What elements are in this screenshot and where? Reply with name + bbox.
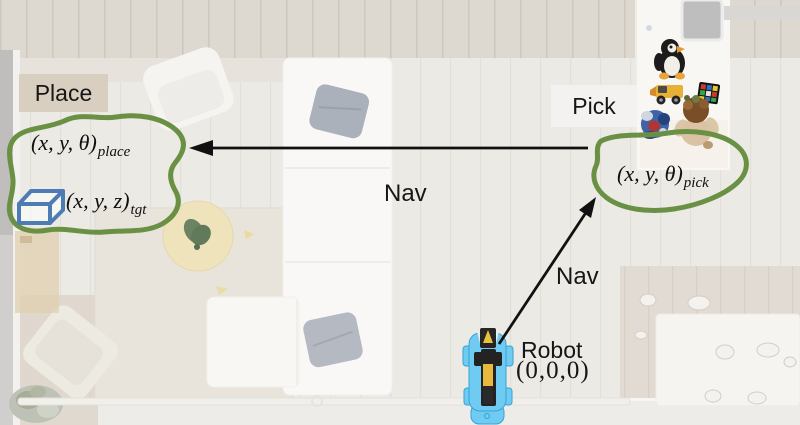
armchair-bottom-left [23, 305, 119, 399]
wood-cabinet [15, 231, 59, 313]
toy-ball-icon [641, 110, 670, 139]
wall-stripe-right [724, 6, 800, 20]
place-region-outline [6, 113, 186, 235]
robot-gripper-marker [483, 330, 493, 343]
plant-on-table [183, 218, 211, 250]
nav-label-mid: Nav [384, 180, 427, 207]
place-pose-expr: (x, y, θ) [31, 130, 97, 155]
couch [206, 57, 393, 396]
place-pose-subscript: place [97, 144, 131, 160]
pick-region-outline [591, 129, 749, 213]
target-pos-expr: (x, y, z) [66, 188, 130, 213]
target-box-icon [17, 189, 65, 225]
pick-pose-text: (x, y, θ)pick [617, 161, 709, 192]
couch-pillow-top [309, 84, 370, 139]
round-table [162, 200, 254, 295]
armchair-top-left [143, 47, 234, 131]
robot-pose-label: (0,0,0) [516, 357, 590, 384]
nav-label-robot: Nav [556, 263, 599, 290]
target-pos-subscript: tgt [130, 202, 147, 218]
white-table-bottom-right [655, 313, 800, 407]
nav-arrow-robot-to-pick [497, 197, 596, 345]
pick-pose-expr: (x, y, θ) [617, 161, 683, 186]
rubiks-cube-icon [696, 81, 721, 105]
place-label: Place [34, 79, 93, 106]
gray-side-table [680, 0, 724, 42]
penguin-plush-icon [654, 39, 685, 80]
toy-truck-icon [650, 85, 683, 105]
place-label-box: Place [19, 74, 108, 112]
place-pose-text: (x, y, θ)place [31, 130, 130, 161]
target-pos-text: (x, y, z)tgt [66, 188, 146, 219]
robot-label: Robot [521, 337, 583, 363]
couch-pillow-bottom [303, 312, 363, 368]
pick-pose-subscript: pick [683, 175, 709, 191]
robot-icon [462, 326, 514, 425]
pick-label-box: Pick [551, 85, 637, 127]
nav-arrow-pick-to-place [189, 140, 588, 156]
paper-crumples [634, 293, 797, 405]
pick-label: Pick [572, 92, 616, 119]
